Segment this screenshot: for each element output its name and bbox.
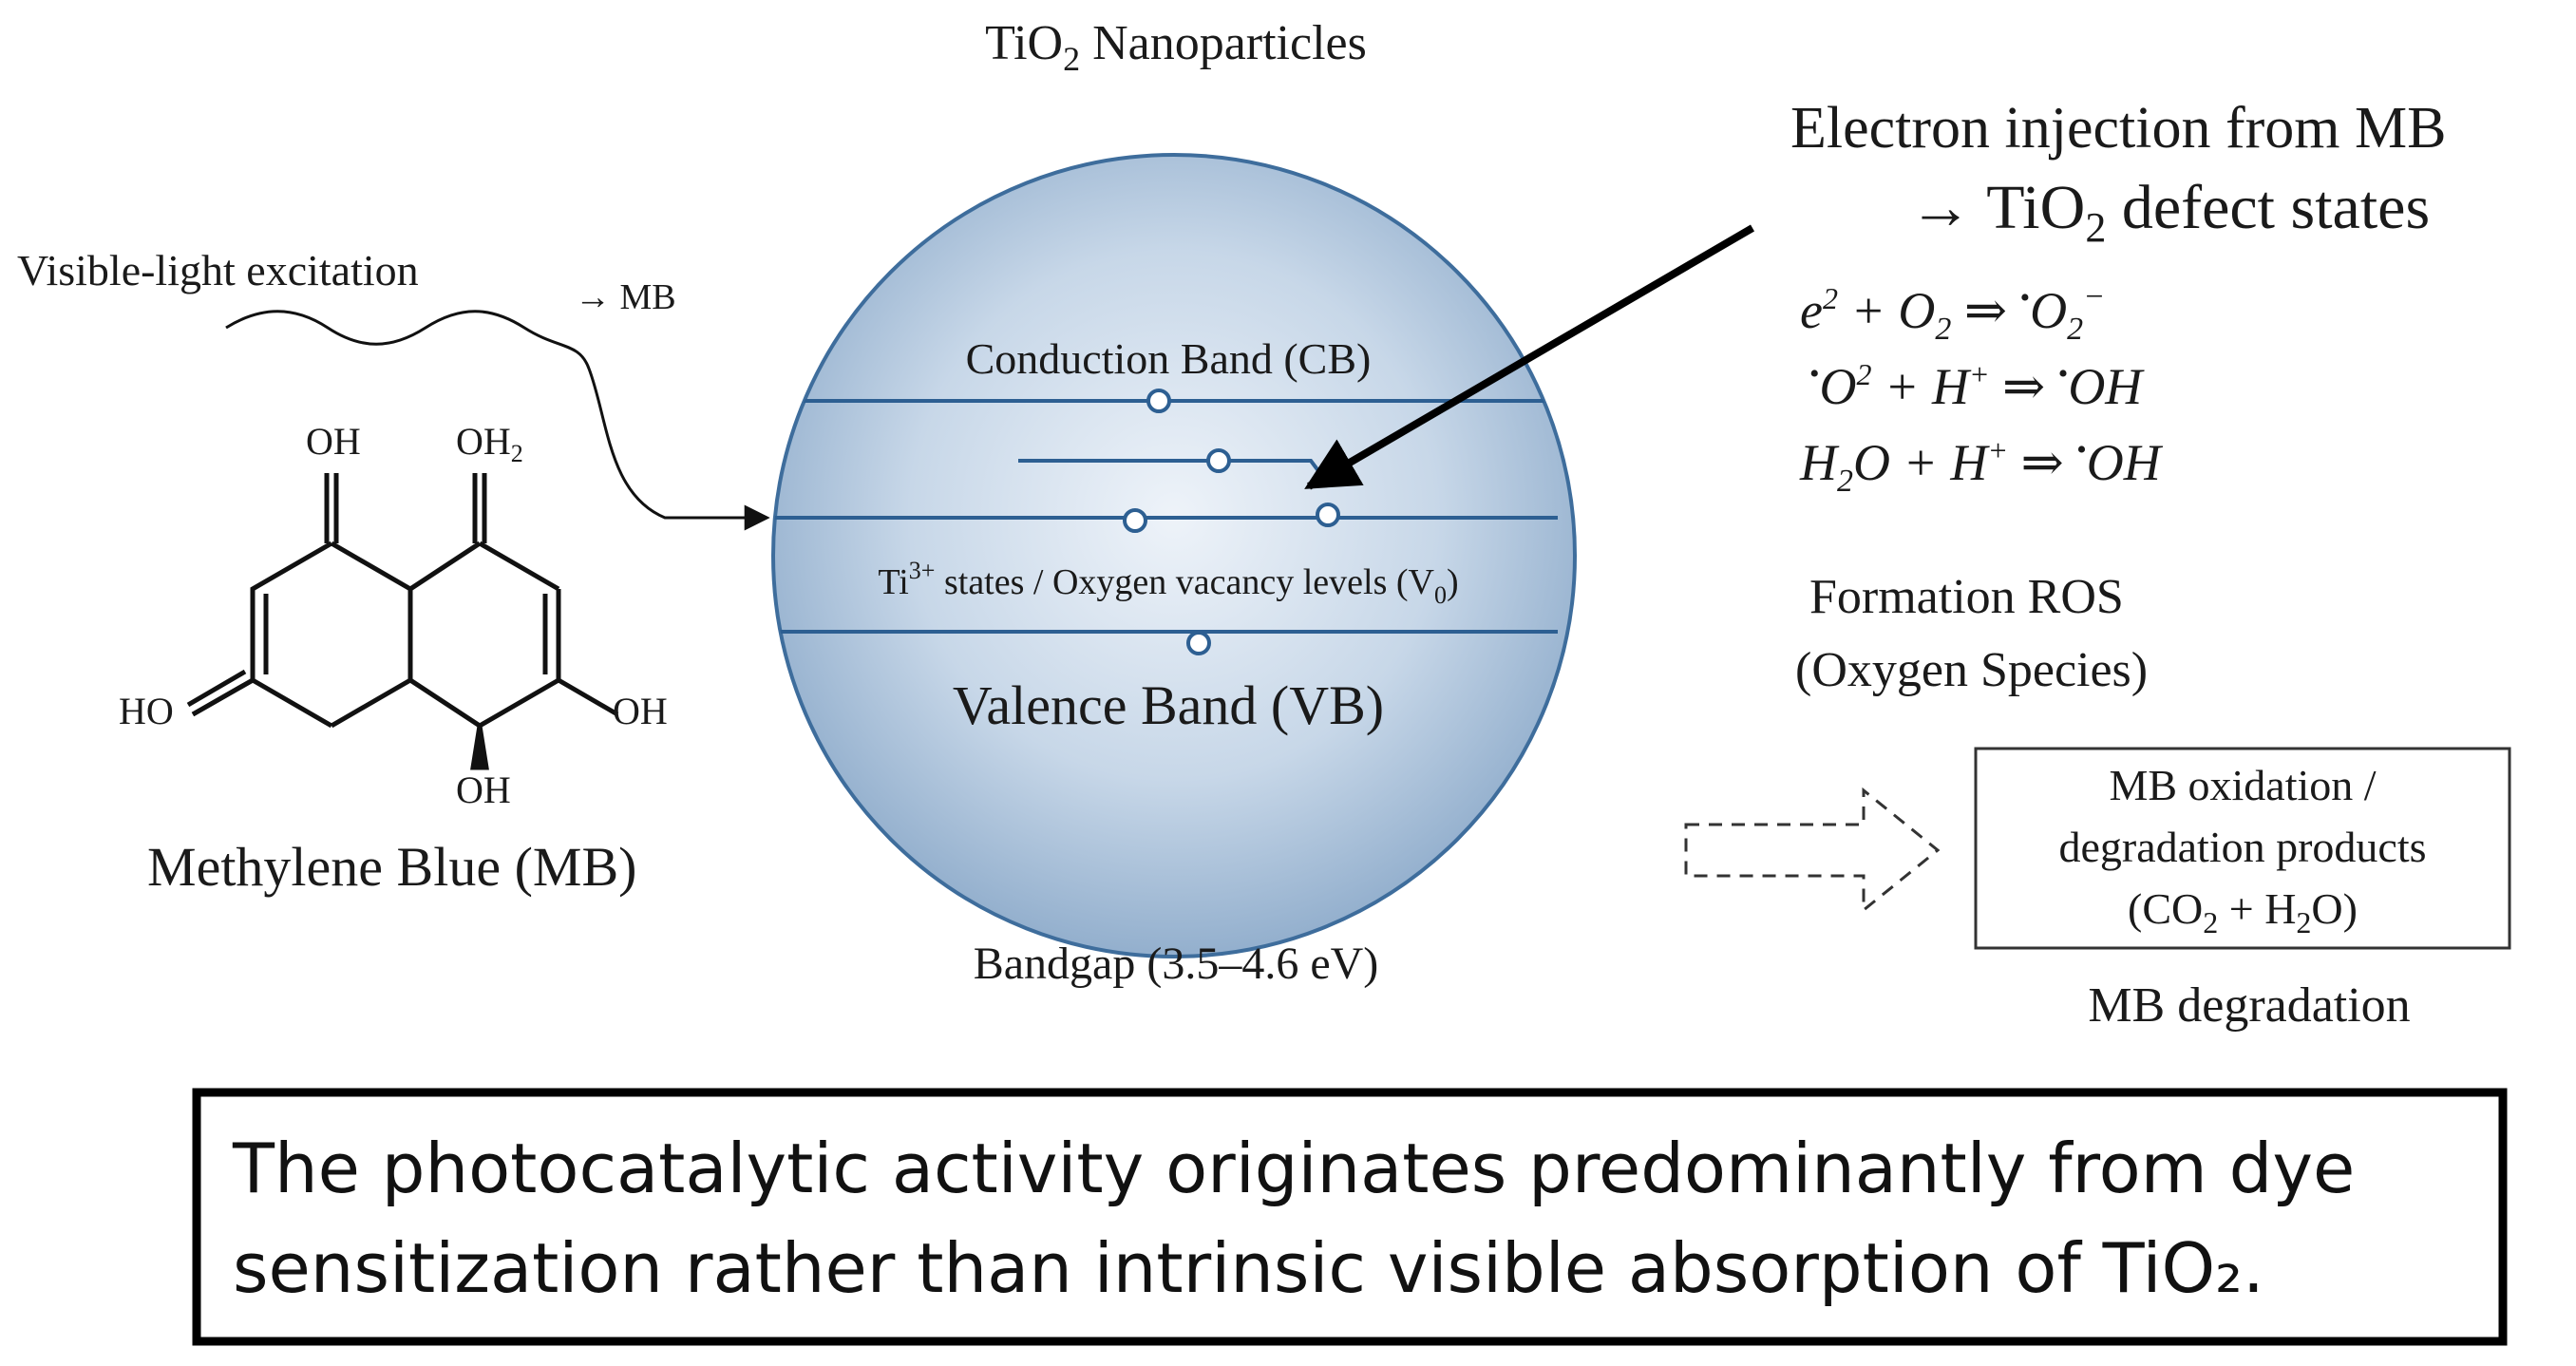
tio2-sphere: Conduction Band (CB) Ti3+ states / Oxyge… — [771, 153, 1577, 958]
defect-site-1 — [1123, 508, 1147, 533]
ros-line-2: (Oxygen Species) — [1795, 643, 2148, 697]
products-line-2: degradation products — [2058, 823, 2426, 871]
mb-oh-top-right: OH2 — [456, 420, 523, 467]
reaction-1: e2 + O2 ⇒ •O2− — [1800, 279, 2105, 347]
sphere-title: TiO2 Nanoparticles — [985, 16, 1367, 78]
products-line-3: (CO2 + H2O) — [2128, 884, 2358, 939]
conclusion-box — [192, 1088, 2508, 1346]
valence-band-label: Valence Band (VB) — [953, 674, 1384, 736]
excitation-wave-arrow — [225, 310, 770, 531]
excitation-label: Visible-light excitation — [17, 246, 419, 294]
cb-electron-site — [1146, 389, 1171, 413]
mid-electron-site — [1206, 448, 1231, 473]
injection-line-1: Electron injection from MB — [1790, 96, 2446, 161]
vb-hole-site — [1186, 631, 1211, 655]
reaction-2: •O2 + H+ ⇒ •OH — [1809, 357, 2145, 415]
mb-molecule-structure — [186, 473, 619, 770]
mb-oh-top-left: OH — [306, 420, 361, 463]
products-line-1: MB oxidation / — [2109, 761, 2376, 809]
bandgap-label: Bandgap (3.5–4.6 eV) — [974, 939, 1379, 989]
ros-line-1: Formation ROS — [1809, 570, 2124, 624]
reaction-3: H2O + H+ ⇒ •OH — [1799, 433, 2164, 499]
products-box — [1974, 747, 2511, 950]
injection-arrow — [1304, 224, 1755, 490]
defect-site-2 — [1316, 503, 1340, 527]
conduction-band-label: Conduction Band (CB) — [966, 334, 1372, 383]
dashed-process-arrow — [1684, 787, 1941, 914]
conclusion-line-2: sensitization rather than intrinsic visi… — [233, 1228, 2264, 1308]
mb-oh-bottom: OH — [456, 768, 511, 811]
conclusion-line-1: The photocatalytic activity originates p… — [232, 1129, 2355, 1208]
injection-line-2: → TiO2 defect states — [1909, 173, 2430, 251]
defect-states-label: Ti3+ states / Oxygen vacancy levels (V0) — [878, 557, 1458, 609]
mb-molecule-name: Methylene Blue (MB) — [147, 836, 636, 898]
mb-ho-left: HO — [119, 690, 174, 732]
mb-oh-right: OH — [613, 690, 668, 732]
degradation-caption: MB degradation — [2088, 978, 2410, 1033]
excitation-target: → MB — [575, 277, 676, 317]
